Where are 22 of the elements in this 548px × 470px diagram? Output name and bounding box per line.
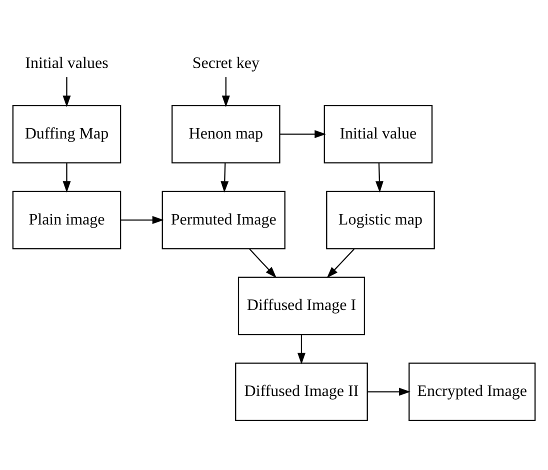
arrow bbox=[367, 387, 410, 396]
arrow bbox=[249, 248, 277, 278]
arrow bbox=[326, 248, 355, 278]
node-text: Secret key bbox=[192, 54, 260, 72]
arrow bbox=[280, 130, 326, 138]
arrow bbox=[62, 76, 71, 107]
node-box: Diffused Image I bbox=[238, 276, 366, 335]
node-box: Diffused Image II bbox=[235, 362, 368, 420]
node-box: Encrypted Image bbox=[408, 362, 536, 420]
arrow bbox=[222, 76, 230, 107]
node-box: Duffing Map bbox=[12, 104, 122, 163]
arrow bbox=[375, 162, 384, 192]
node-box: Logistic map bbox=[326, 190, 435, 249]
arrow bbox=[220, 162, 229, 192]
node-text: Initial values bbox=[25, 54, 108, 72]
arrow bbox=[62, 162, 71, 192]
arrow bbox=[297, 334, 306, 364]
node-box: Henon map bbox=[172, 104, 280, 163]
node-box: Initial value bbox=[324, 104, 433, 163]
node-box: Plain image bbox=[12, 190, 122, 249]
arrow bbox=[120, 216, 164, 224]
node-box: Permuted Image bbox=[162, 190, 286, 249]
